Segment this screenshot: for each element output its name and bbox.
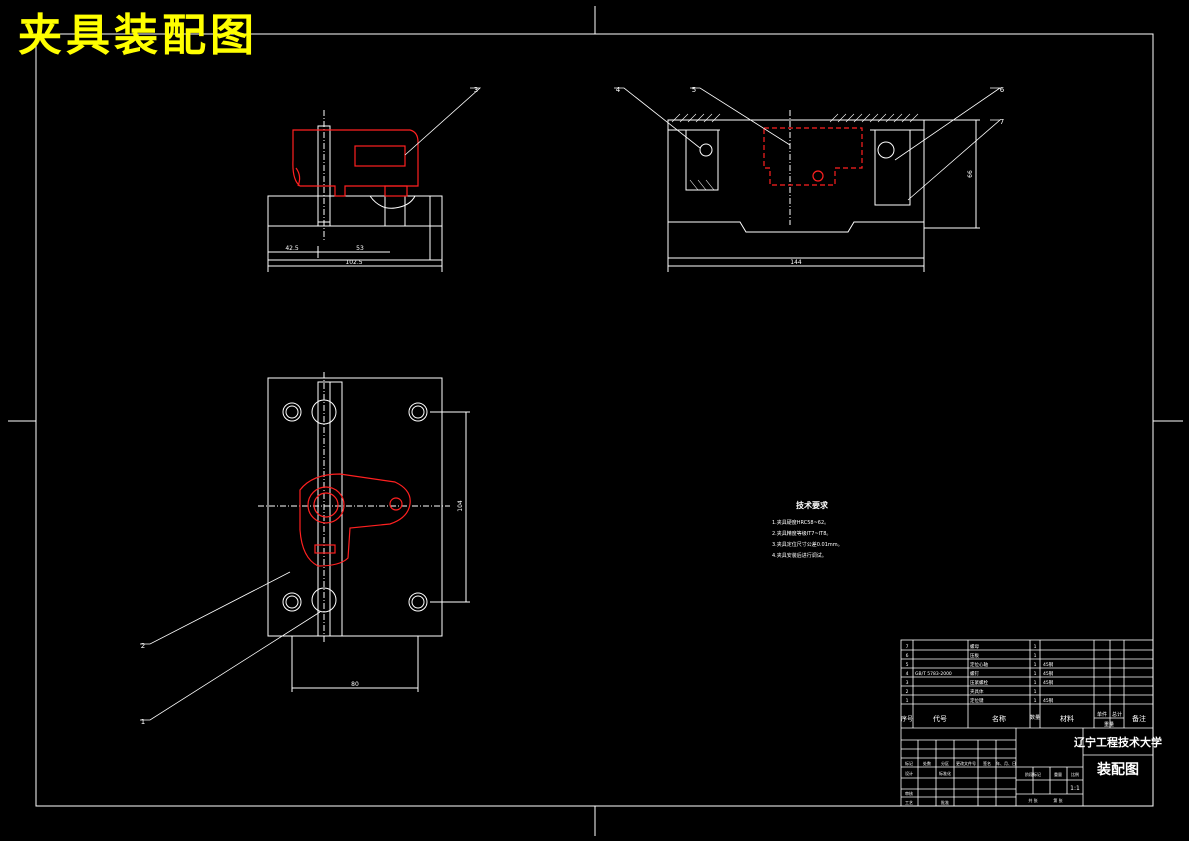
row-sheets: 共 张 [1028,797,1037,803]
row-design: 设计 [905,770,913,776]
row-change-no: 更改文件号 [956,760,976,766]
row-stage: 阶段标记 [1025,771,1041,777]
part-name: 螺钉 [970,670,979,677]
tech-item: 3.夹具定位尺寸公差0.01mm。 [772,541,843,548]
part-material: 45钢 [1043,679,1054,686]
row-approve: 批准 [941,799,949,805]
dim-side-height: 66 [967,170,974,178]
header-no: 序号 [901,715,913,723]
plan-view [258,372,470,692]
dim-front-total: 102.5 [345,259,362,266]
part-no: 5 [906,662,909,668]
header-code: 代号 [933,714,947,723]
row-mark: 标记 [905,760,913,766]
balloon-labels: 3 4 5 6 7 2 1 [141,86,1005,726]
part-code: GB/T 5783-2000 [915,671,952,677]
balloon-2: 2 [141,642,145,650]
parts-list-grid [901,640,1153,729]
part-no: 4 [906,671,909,677]
dim-front-left: 42.5 [285,245,299,252]
part-no: 3 [906,680,909,686]
tech-item: 1.夹具硬度HRC58~62。 [772,519,829,526]
part-material: 45钢 [1043,670,1054,677]
part-name: 螺母 [970,643,979,650]
balloon-6: 6 [1000,86,1005,94]
part-no: 2 [906,689,909,695]
parts-list-text: 7 螺母 1 6 压板 1 5 定位心轴 1 45钢 4 GB/T 5783-2… [906,643,1054,704]
row-scale: 比例 [1071,771,1079,777]
title-block-text: 辽宁工程技术大学 装配图 标记 处数 分区 更改文件号 签名 年、月、日 设计 … [905,735,1162,805]
school-name: 辽宁工程技术大学 [1074,735,1162,749]
part-qty: 1 [1034,644,1037,650]
part-qty: 1 [1034,671,1037,677]
title-block [900,639,1154,807]
part-qty: 1 [1034,689,1037,695]
row-mass: 重量 [1054,771,1062,777]
part-qty: 1 [1034,662,1037,668]
dim-plan-height: 104 [457,500,464,512]
row-standard: 标准化 [939,770,951,776]
part-name: 夹具体 [970,688,984,695]
dim-plan-width: 80 [351,681,359,688]
row-process: 工艺 [905,800,913,805]
part-no: 6 [906,653,909,659]
row-review: 审核 [905,790,913,796]
front-view [267,110,443,272]
part-qty: 1 [1034,653,1037,659]
part-name: 定位键 [970,697,984,704]
side-view [667,110,980,272]
part-no: 7 [906,644,909,650]
balloon-4: 4 [616,86,621,94]
balloon-5: 5 [692,86,696,94]
side-view-hatch [671,113,919,191]
header-material: 材料 [1060,714,1074,723]
front-view-highlight [292,129,419,197]
part-qty: 1 [1034,698,1037,704]
side-view-highlight [763,127,863,186]
part-name: 压紧螺栓 [970,679,988,686]
part-material: 45钢 [1043,661,1054,668]
balloon-3: 3 [474,86,478,94]
drawing-frame [8,6,1183,836]
lower-block-grid [901,728,1153,806]
leader-lines [140,87,1002,721]
part-no: 1 [906,698,909,704]
dim-side-total: 144 [790,259,802,266]
row-sign: 签名 [983,760,991,766]
parts-list-header: 序号 代号 名称 数量 材料 单件 总计 重量 备注 [901,711,1146,728]
row-date: 年、月、日 [996,760,1016,766]
row-zone: 分区 [941,760,949,766]
header-single: 单件 [1097,711,1107,718]
header-remark: 备注 [1132,714,1146,723]
header-weight: 重量 [1104,721,1114,728]
balloon-7: 7 [1000,118,1004,126]
dim-front-mid: 53 [356,245,364,252]
drawing-title: 夹具装配图 [18,10,258,61]
drawing-name: 装配图 [1096,761,1139,778]
header-name: 名称 [992,714,1006,723]
plan-view-highlight [299,473,411,567]
tech-item: 2.夹具精度等级IT7~IT8。 [772,530,831,537]
part-name: 定位心轴 [970,661,988,668]
row-count: 处数 [923,760,931,766]
tech-heading: 技术要求 [796,500,829,510]
header-qty: 数量 [1030,714,1040,721]
scale-value: 1:1 [1070,785,1080,792]
header-total: 总计 [1112,711,1122,718]
tech-item: 4.夹具安装后进行调试。 [772,552,827,559]
part-qty: 1 [1034,680,1037,686]
part-material: 45钢 [1043,697,1054,704]
technical-requirements: 技术要求 1.夹具硬度HRC58~62。 2.夹具精度等级IT7~IT8。 3.… [772,500,843,559]
balloon-1: 1 [141,718,145,726]
part-name: 压板 [970,652,979,659]
row-sheet: 第 张 [1053,797,1062,803]
